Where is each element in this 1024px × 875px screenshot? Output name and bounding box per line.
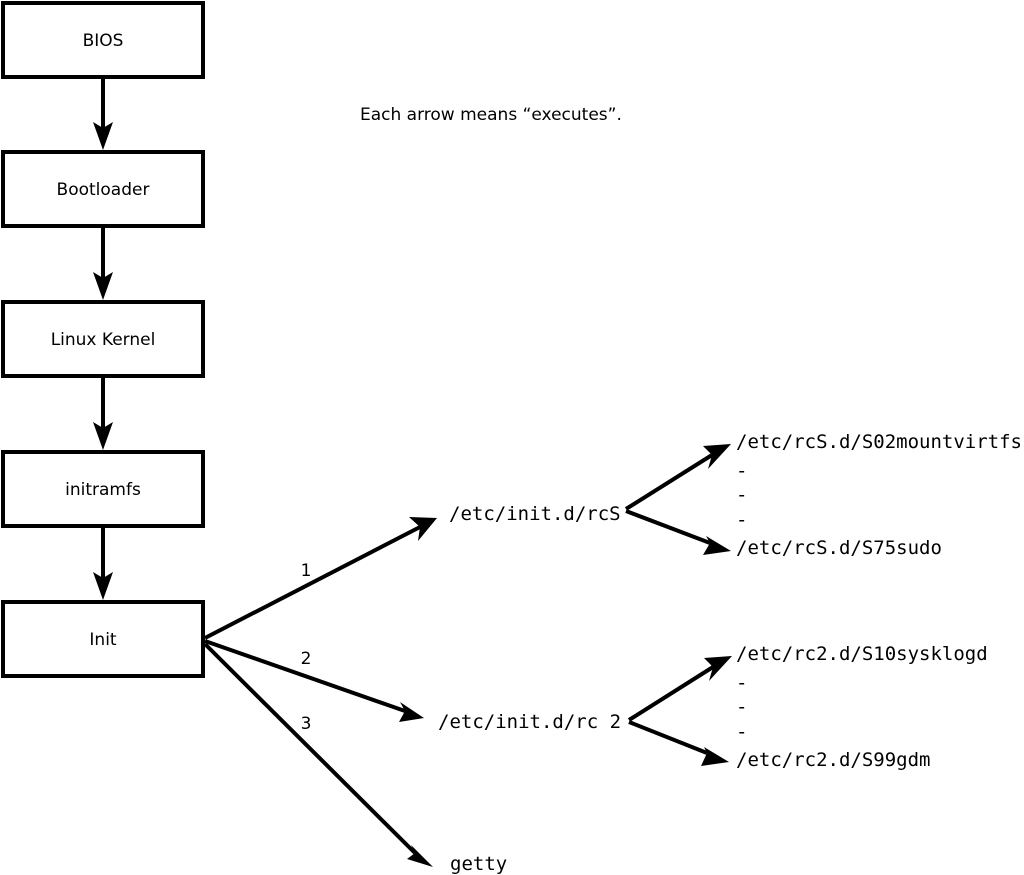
rcS-ellipsis-dash-3: - [736, 509, 747, 531]
arrow-bootloader-to-kernel [93, 226, 113, 300]
box-initramfs-label: initramfs [65, 480, 141, 500]
box-linux-kernel: Linux Kernel [1, 300, 205, 378]
box-bios-label: BIOS [83, 31, 124, 51]
rc2-ellipsis-dash-2: - [736, 696, 747, 718]
box-initramfs: initramfs [1, 450, 205, 528]
arrow-rcS-to-first-script [624, 444, 731, 511]
arrow-init-branch-3 [203, 642, 433, 867]
rcS-ellipsis-dash-1: - [736, 460, 747, 482]
label-rcS-first-script: /etc/rcS.d/S02mountvirtfs [736, 431, 1022, 453]
label-init-d-rcS: /etc/init.d/rcS [449, 503, 621, 525]
arrow-initramfs-to-init [93, 526, 113, 600]
box-init: Init [1, 600, 205, 678]
arrow-rcS-to-last-script [625, 509, 731, 555]
box-bootloader: Bootloader [1, 150, 205, 228]
box-bios: BIOS [1, 1, 205, 79]
rc2-ellipsis-dash-3: - [736, 721, 747, 743]
arrow-rc2-to-first-script [627, 656, 732, 722]
label-rc2-last-script: /etc/rc2.d/S99gdm [736, 749, 930, 771]
arrow-init-branch-2 [204, 639, 424, 722]
arrow-kernel-to-initramfs [93, 376, 113, 450]
box-init-rect [1, 600, 205, 678]
arrow-bios-to-bootloader [93, 77, 113, 150]
box-linux-kernel-label: Linux Kernel [51, 330, 156, 350]
arrow-init-branch-1 [204, 517, 437, 640]
arrow-rc2-to-last-script [628, 720, 729, 766]
box-initramfs-rect [1, 450, 205, 528]
branch-1-number: 1 [301, 561, 312, 581]
box-init-label: Init [89, 630, 117, 650]
box-bios-rect [1, 1, 205, 79]
label-getty: getty [450, 853, 507, 875]
label-rc2-first-script: /etc/rc2.d/S10sysklogd [736, 643, 988, 665]
label-init-d-rc2: /etc/init.d/rc 2 [438, 711, 621, 733]
diagram-caption: Each arrow means “executes”. [360, 105, 622, 125]
branch-2-number: 2 [301, 649, 312, 669]
rcS-ellipsis-dash-2: - [736, 484, 747, 506]
box-bootloader-label: Bootloader [57, 180, 150, 200]
branch-3-number: 3 [301, 714, 312, 734]
rc2-ellipsis-dash-1: - [736, 672, 747, 694]
label-rcS-last-script: /etc/rcS.d/S75sudo [736, 537, 942, 559]
